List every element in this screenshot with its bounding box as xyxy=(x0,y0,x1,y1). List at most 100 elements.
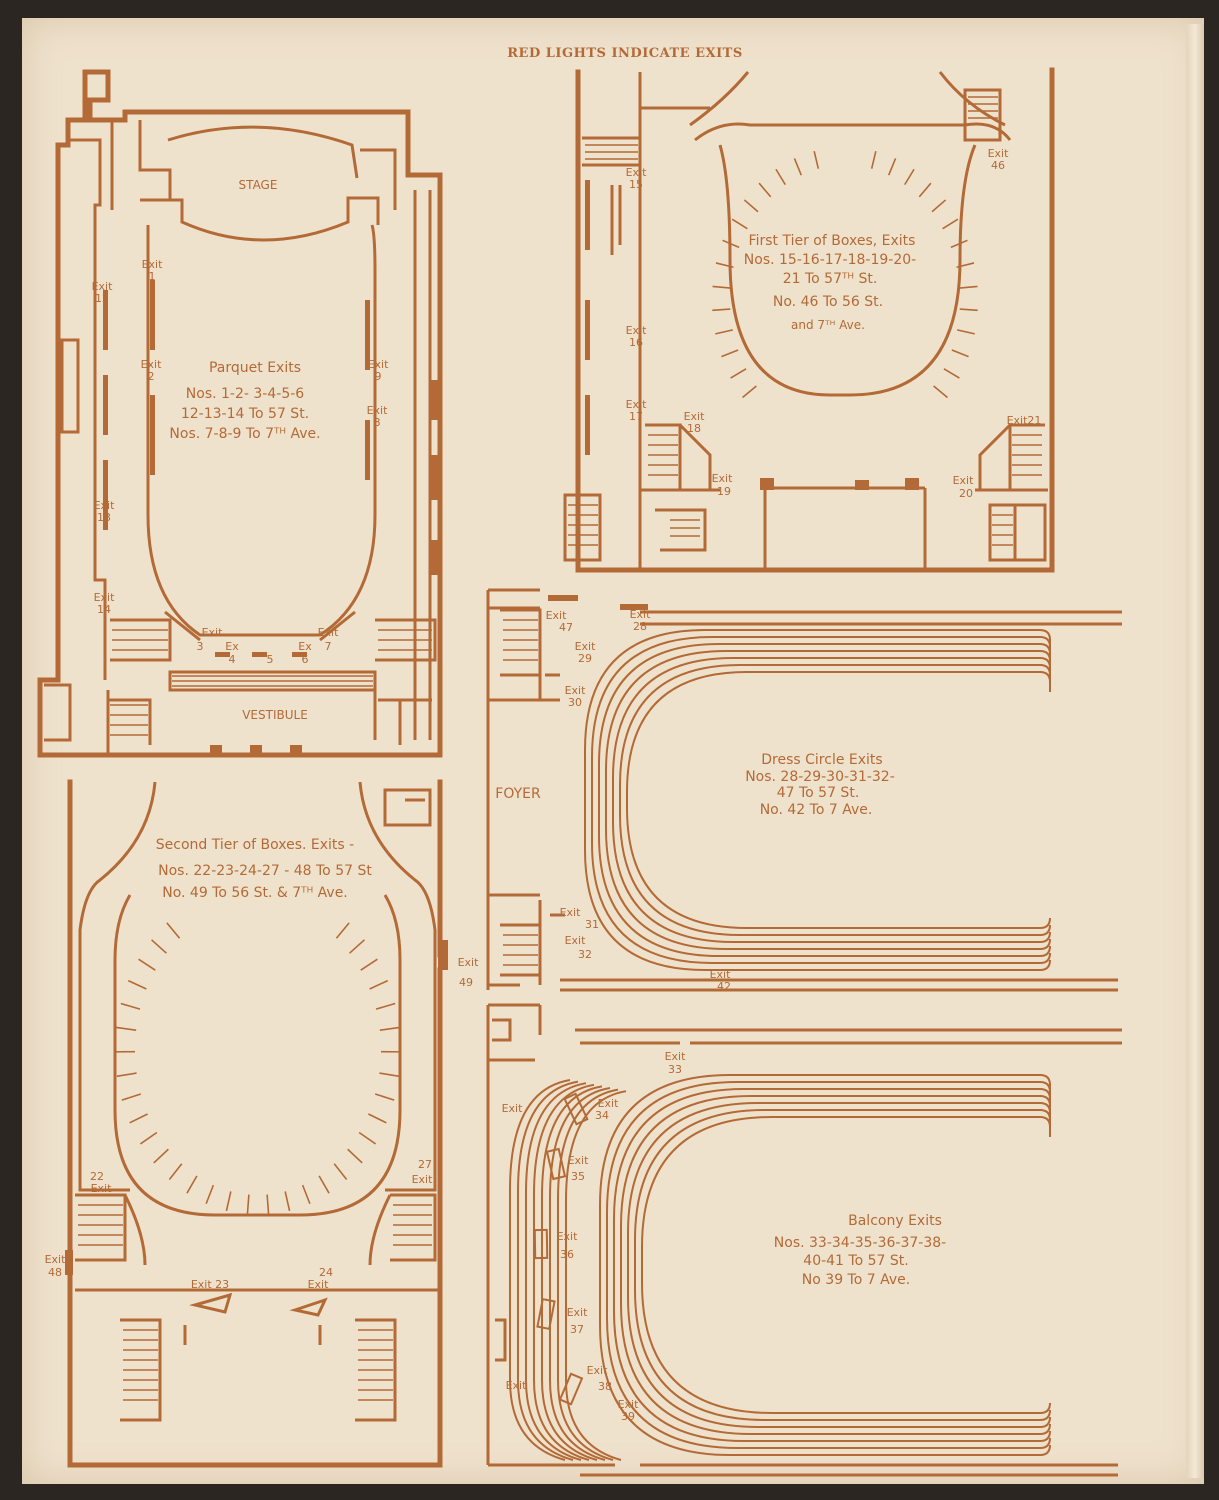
box-partition xyxy=(742,385,757,399)
parquet-line3: Nos. 7-8-9 To 7ᵀᴴ Ave. xyxy=(169,426,320,442)
balcony-tier xyxy=(599,1074,1051,1456)
balcony-box xyxy=(533,1228,549,1260)
box-partition xyxy=(950,239,968,249)
dress-circle-tier xyxy=(626,671,1051,929)
box-partition xyxy=(116,1026,137,1031)
foyer-label: FOYER xyxy=(495,786,541,802)
balcony-tier xyxy=(634,1109,1051,1421)
exit-word-16: Exit xyxy=(626,324,648,337)
dress-circle-line3: 47 To 57 St. xyxy=(777,785,860,801)
box-partition xyxy=(151,939,167,954)
exit-number-13: 13 xyxy=(97,511,111,524)
box-partition xyxy=(116,1072,137,1078)
balcony-tier xyxy=(606,1081,1051,1449)
exit-number-2: 2 xyxy=(148,370,155,383)
exit-number-18: 18 xyxy=(687,422,701,435)
exit-word-38: Exit xyxy=(587,1364,609,1377)
balcony-aisle-row xyxy=(517,1080,579,1461)
exit-number-14: 14 xyxy=(97,603,111,616)
exit-word-15: Exit xyxy=(626,166,648,179)
box-partition xyxy=(168,1163,183,1180)
parquet-line2: 12-13-14 To 57 St. xyxy=(181,406,309,422)
dress-circle-plan xyxy=(486,588,1122,992)
dress-circle-tier xyxy=(612,657,1051,943)
exit-word-37: Exit xyxy=(567,1306,589,1319)
second-tier-plan: Second Tier of Boxes. Exits - Nos. 22-23… xyxy=(65,779,448,1468)
dress-circle-line2: Nos. 28-29-30-31-32- xyxy=(745,769,895,785)
exit-number-20: 20 xyxy=(959,487,973,500)
vestibule-label: VESTIBULE xyxy=(242,708,308,722)
exit-number-37: 37 xyxy=(570,1323,584,1336)
second-tier-line1: Second Tier of Boxes. Exits - xyxy=(156,837,354,853)
exit-word-31: Exit xyxy=(560,906,582,919)
box-partition xyxy=(712,308,731,312)
first-tier-line3: 21 To 57ᵀᴴ St. xyxy=(783,271,878,287)
box-partition xyxy=(246,1194,250,1215)
box-partition xyxy=(225,1191,232,1212)
exit-number-22: 22 xyxy=(90,1170,104,1183)
box-partition xyxy=(335,922,350,939)
box-partition xyxy=(349,939,365,954)
exit-number-4: 4 xyxy=(229,653,236,666)
exit-word-46: Exit xyxy=(988,147,1010,160)
box-partition xyxy=(358,1131,377,1145)
box-partition xyxy=(731,218,748,230)
exit-number-24: 24 xyxy=(319,1266,333,1279)
balcony-aisle-row xyxy=(565,1090,627,1461)
exit-number-29: 29 xyxy=(578,652,592,665)
exit-number-48: 48 xyxy=(48,1266,62,1279)
exit-word-35: Exit xyxy=(568,1154,590,1167)
page-fold xyxy=(1186,24,1204,1478)
box-partition xyxy=(121,1093,142,1101)
exit-word-12: Exit xyxy=(92,280,114,293)
box-partition xyxy=(715,329,734,335)
exit-number-47: 47 xyxy=(559,621,573,634)
exit-number-36: 36 xyxy=(560,1248,574,1261)
balcony-tier xyxy=(613,1088,1051,1442)
balcony-line2: Nos. 33-34-35-36-37-38- xyxy=(774,1235,946,1251)
dress-circle-line4: No. 42 To 7 Ave. xyxy=(760,802,873,818)
box-partition xyxy=(120,1002,141,1010)
exit-number-12: 12 xyxy=(95,292,109,305)
exit-label-21: Exit21 xyxy=(1007,414,1042,427)
exit-number-28: 28 xyxy=(633,620,647,633)
dress-circle-line1: Dress Circle Exits xyxy=(761,752,882,768)
exit-number-33: 33 xyxy=(668,1063,682,1076)
parquet-line1: Nos. 1-2- 3-4-5-6 xyxy=(186,386,304,402)
box-partition xyxy=(715,262,734,269)
box-partition xyxy=(379,1026,400,1031)
exit-number-49: 49 xyxy=(459,976,473,989)
box-partition xyxy=(951,349,969,358)
box-partition xyxy=(943,368,960,379)
first-tier-plan: First Tier of Boxes, Exits Nos. 15-16-17… xyxy=(563,67,1055,573)
dress-circle-tier xyxy=(605,650,1051,950)
box-partition xyxy=(347,1148,363,1164)
box-partition xyxy=(166,922,181,939)
box-partition xyxy=(374,1093,395,1101)
balcony-aisle-row xyxy=(557,1088,619,1461)
box-partition xyxy=(743,199,759,213)
box-partition xyxy=(368,1113,387,1124)
box-partition xyxy=(129,1113,148,1124)
exit-word-36: Exit xyxy=(557,1230,579,1243)
exit-number-27: 27 xyxy=(418,1158,432,1171)
balcony-line1: Balcony Exits xyxy=(848,1213,942,1229)
exit-number-15: 15 xyxy=(629,178,643,191)
balcony-line3: 40-41 To 57 St. xyxy=(803,1253,908,1269)
exit-word-13: Exit xyxy=(94,499,116,512)
box-partition xyxy=(730,368,747,379)
exit-number-6: 6 xyxy=(302,653,309,666)
box-partition xyxy=(942,218,959,230)
exit-number-31: 31 xyxy=(585,918,599,931)
box-partition xyxy=(721,349,739,358)
box-partition xyxy=(139,1131,158,1145)
box-partition xyxy=(369,979,389,990)
balcony-aisle-row xyxy=(541,1085,603,1461)
balcony-aisle-row xyxy=(509,1079,571,1461)
balcony-tier xyxy=(627,1102,1051,1428)
box-partition xyxy=(138,958,156,971)
box-partition xyxy=(360,958,378,971)
exit-word-19: Exit xyxy=(712,472,734,485)
box-partition xyxy=(956,329,975,335)
exit-word-33: Exit xyxy=(665,1050,687,1063)
